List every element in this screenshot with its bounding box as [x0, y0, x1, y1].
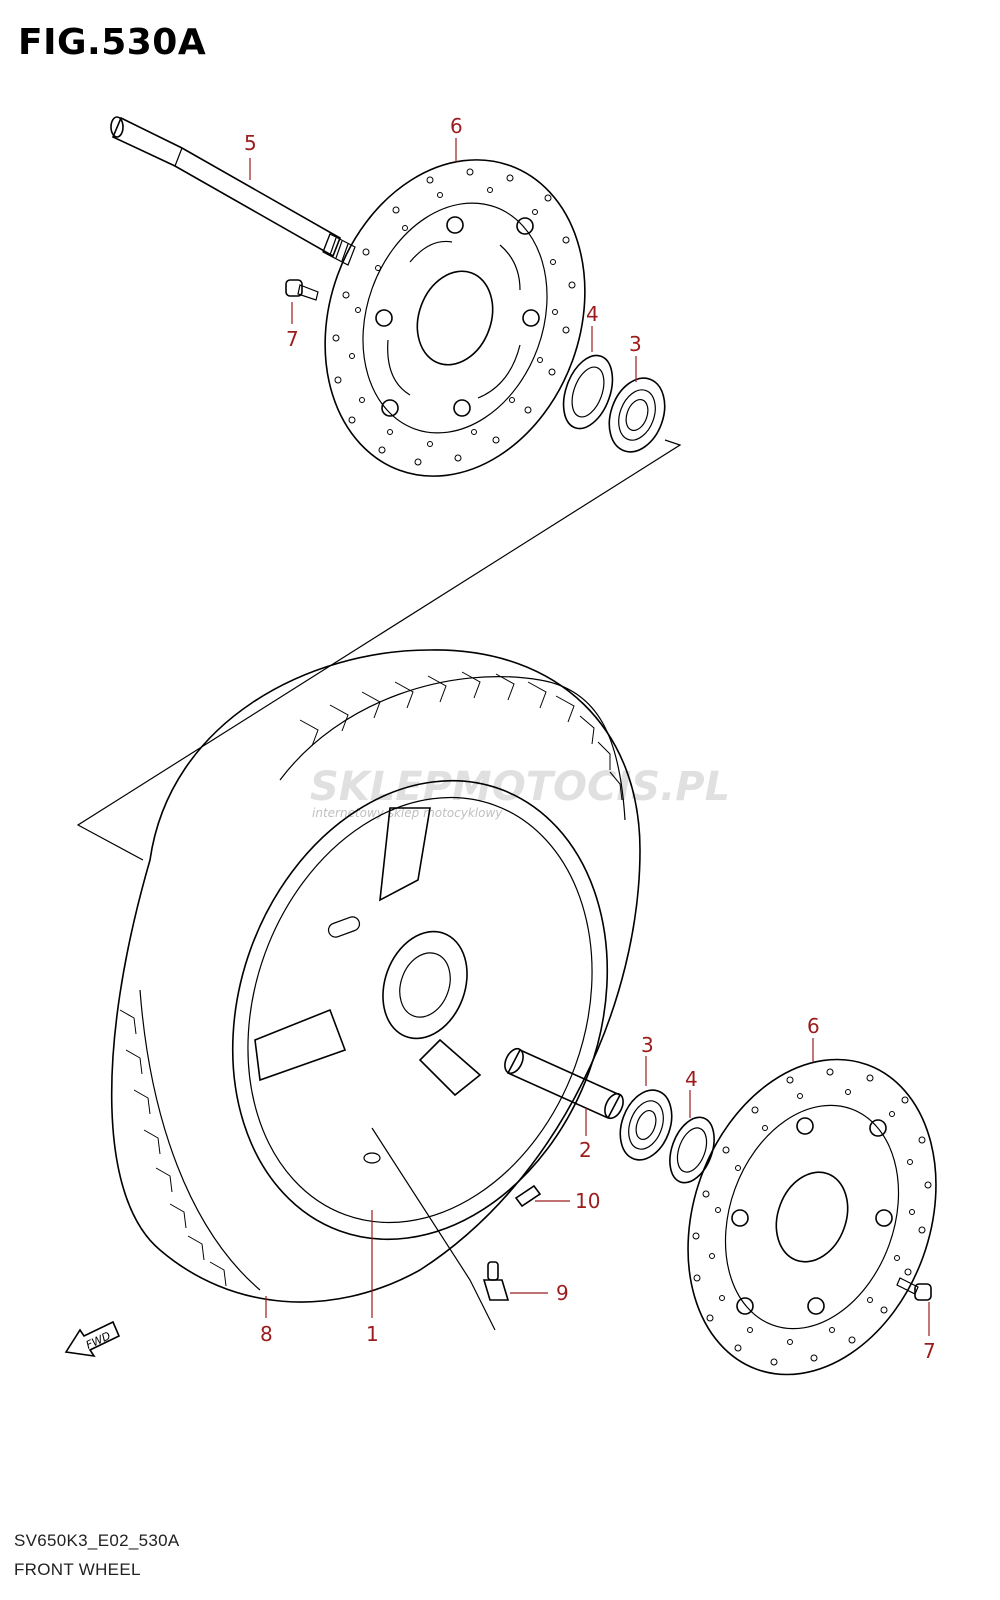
- watermark: SKLEPMOTOCIS.PL internetowy sklep motocy…: [310, 764, 730, 820]
- callout-6-lower: 6: [807, 1014, 820, 1038]
- balance-weight: [514, 1184, 542, 1208]
- callout-leaders: [249, 138, 930, 1336]
- callout-10: 10: [575, 1189, 600, 1213]
- wheel-spacer: [504, 1047, 624, 1120]
- callout-1: 1: [366, 1322, 379, 1346]
- tread-pattern: [119, 671, 623, 1287]
- brake-disc-lower: [687, 1058, 937, 1376]
- callout-9: 9: [556, 1281, 569, 1305]
- front-tire: [110, 649, 641, 1303]
- callout-7-lower: 7: [923, 1339, 936, 1363]
- bearing-lower: [619, 1089, 673, 1161]
- air-valve: [482, 1261, 510, 1301]
- callout-4-upper: 4: [586, 302, 599, 326]
- disc-holes-lower: [692, 1068, 932, 1366]
- callout-7-upper: 7: [286, 327, 299, 351]
- wheel-rim: [231, 779, 609, 1241]
- fwd-label: FWD: [84, 1329, 113, 1352]
- brake-disc-upper: [324, 159, 586, 477]
- valve-leader-lines: [371, 1127, 496, 1331]
- callout-4-lower: 4: [685, 1067, 698, 1091]
- axle-shaft: [110, 116, 356, 266]
- assembly-frame-lines: [76, 439, 682, 861]
- callout-5: 5: [244, 131, 257, 155]
- disc-bolt-upper: [285, 279, 319, 301]
- callout-2: 2: [579, 1138, 592, 1162]
- oil-seal-lower: [669, 1116, 715, 1184]
- callout-6-upper: 6: [450, 114, 463, 138]
- disc-bolt-lower: [896, 1277, 932, 1301]
- bearing-upper: [608, 377, 666, 453]
- callout-8: 8: [260, 1322, 273, 1346]
- callout-3-lower: 3: [641, 1033, 654, 1057]
- figure-code: SV650K3_E02_530A: [14, 1531, 180, 1550]
- callout-3-upper: 3: [629, 332, 642, 356]
- figure-caption: FRONT WHEEL: [14, 1560, 141, 1579]
- callout-labels: 1 2 3 3 4 4 5 6 6 7 7 8 9 10: [244, 114, 936, 1363]
- oil-seal-upper: [562, 354, 614, 430]
- fwd-arrow-icon: FWD: [64, 1320, 121, 1358]
- disc-holes-upper: [332, 168, 576, 466]
- watermark-main: SKLEPMOTOCIS.PL: [310, 764, 730, 810]
- figure-title: FIG.530A: [18, 22, 207, 63]
